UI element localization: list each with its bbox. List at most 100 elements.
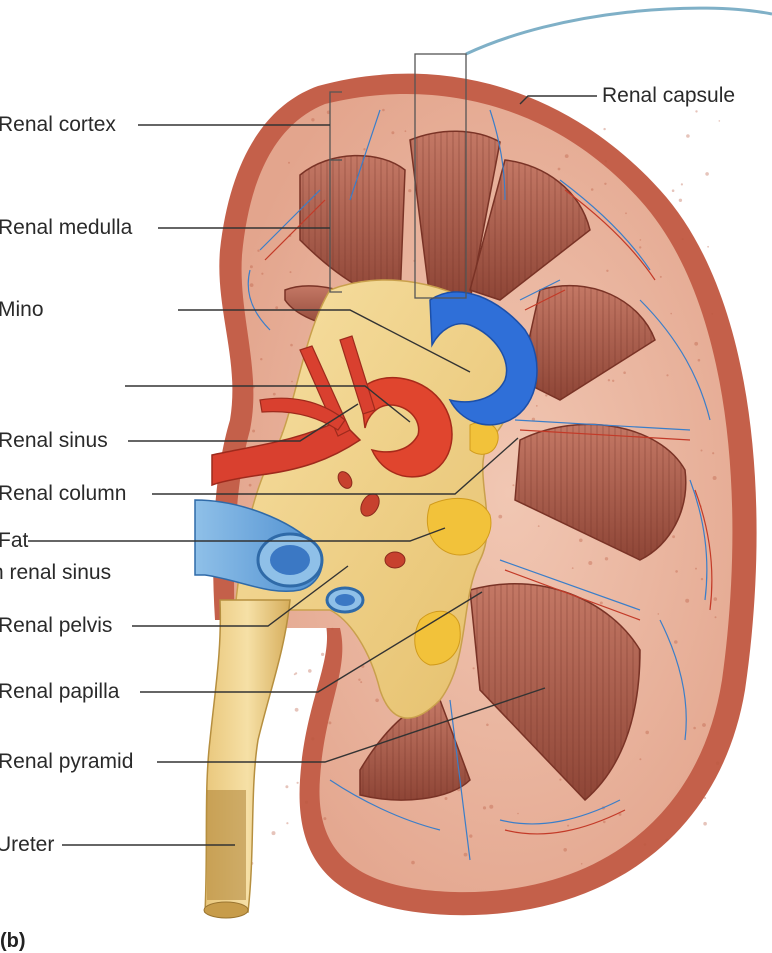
label-fat: Fat xyxy=(0,529,29,552)
zoom-box xyxy=(414,53,467,299)
cortex-speckle xyxy=(391,131,395,135)
label-renal-pyramid: Renal pyramid xyxy=(0,750,134,773)
cortex-speckle xyxy=(712,452,715,455)
cortex-speckle xyxy=(323,817,327,821)
cortex-speckle xyxy=(712,476,717,480)
leader-minor-calyx xyxy=(178,309,471,373)
cortex-speckle xyxy=(358,678,361,681)
cortex-speckle xyxy=(580,863,583,865)
region-brackets xyxy=(329,53,467,299)
label-renal-cortex: Renal cortex xyxy=(0,113,116,136)
leader-renal-papilla xyxy=(140,591,483,693)
cortex-speckle xyxy=(489,804,494,809)
cortex-speckle xyxy=(517,812,519,815)
leader-lines xyxy=(28,95,597,846)
cortex-speckle xyxy=(672,535,675,539)
renal-vein-lumen xyxy=(270,545,310,575)
cortex-speckle xyxy=(623,371,626,375)
cortex-speckle xyxy=(694,341,699,346)
cortex-speckle xyxy=(537,525,540,527)
cortex-speckle xyxy=(408,189,412,193)
cortex-speckle xyxy=(604,160,608,163)
cortex-speckle xyxy=(498,514,503,519)
label-renal-capsule: Renal capsule xyxy=(602,84,736,107)
cortex-speckle xyxy=(328,721,332,725)
cortex-speckle xyxy=(666,374,669,377)
cortex-speckle xyxy=(711,312,714,315)
cortex-speckle xyxy=(643,843,647,846)
leader-major-calyx xyxy=(125,385,411,423)
cortex-speckle xyxy=(360,681,363,684)
cortex-speckle xyxy=(713,597,718,601)
cortex-speckle xyxy=(685,598,690,603)
cortex-speckle xyxy=(681,238,684,241)
cortex-speckle xyxy=(625,212,627,215)
cortex-speckle xyxy=(557,167,561,171)
cortex-speckle xyxy=(321,652,325,657)
cortex-speckle xyxy=(686,134,690,138)
cortex-speckle xyxy=(674,640,678,644)
cortex-speckle xyxy=(382,108,385,112)
cortex-speckle xyxy=(545,394,548,397)
cortex-speckle xyxy=(444,797,448,800)
cortex-speckle xyxy=(590,188,594,191)
cortex-speckle xyxy=(311,118,315,122)
cortex-speckle xyxy=(697,358,701,362)
cortex-speckle xyxy=(714,616,717,619)
cortex-speckle xyxy=(272,392,276,396)
cortex-speckle xyxy=(563,848,567,852)
cortex-speckle xyxy=(311,737,315,741)
cortex-speckle xyxy=(288,161,290,164)
cortex-speckle xyxy=(693,726,696,730)
pyramid-striations xyxy=(300,131,686,800)
cortex-speckle xyxy=(469,834,473,838)
cortex-speckle xyxy=(603,820,606,824)
leader-renal-sinus xyxy=(128,403,359,442)
label-minor-calyx: Mino xyxy=(0,298,44,321)
cortex-speckle xyxy=(331,627,334,631)
cortex-speckle xyxy=(261,272,264,275)
cortex-speckle xyxy=(486,723,489,727)
cortex-speckle xyxy=(639,239,642,241)
cortex-speckle xyxy=(612,379,615,382)
cortex-speckle xyxy=(567,824,570,827)
label-renal-papilla: Renal papilla xyxy=(0,680,120,703)
cortex-speckle xyxy=(248,483,252,487)
cortex-speckle xyxy=(695,567,697,570)
cortex-speckle xyxy=(293,673,296,676)
label-renal-sinus: Renal sinus xyxy=(0,429,108,452)
cortex-speckle xyxy=(260,358,263,361)
leader-renal-pyramid xyxy=(157,687,546,763)
small-sinus-vessels xyxy=(337,471,406,569)
label-fat-line2: n renal sinus xyxy=(0,561,112,584)
cortex-speckle xyxy=(665,838,669,842)
renal-artery-branch-2 xyxy=(339,335,376,415)
cortex-speckle xyxy=(599,601,603,605)
major-calyx-shape xyxy=(359,377,453,478)
cortex-speckle xyxy=(670,312,672,315)
cortex-speckle xyxy=(680,183,684,186)
renal-artery-branch-3 xyxy=(259,397,346,431)
leader-renal-capsule xyxy=(519,95,597,105)
cortex-speckle xyxy=(463,852,468,857)
cortex-speckle xyxy=(411,860,415,865)
cortex-speckle xyxy=(308,669,312,673)
cortex-speckle xyxy=(275,306,279,310)
fat-deposits xyxy=(414,421,499,666)
cortex-speckle xyxy=(531,417,536,421)
cortex-speckle xyxy=(404,130,407,133)
leader-renal-column xyxy=(152,437,519,495)
cortex-speckle xyxy=(295,672,298,675)
cortex-speckle xyxy=(252,429,256,433)
ureter-end xyxy=(203,901,249,919)
label-renal-pelvis: Renal pelvis xyxy=(0,614,113,637)
medulla-bracket xyxy=(329,159,342,293)
cortex-speckle xyxy=(588,561,593,565)
cortex-speckle xyxy=(294,707,299,712)
cortex-speckle xyxy=(715,761,720,765)
cortex-speckle xyxy=(375,698,379,703)
label-renal-column: Renal column xyxy=(0,482,127,505)
leader-fat xyxy=(28,527,446,542)
cortex-speckle xyxy=(675,570,678,573)
